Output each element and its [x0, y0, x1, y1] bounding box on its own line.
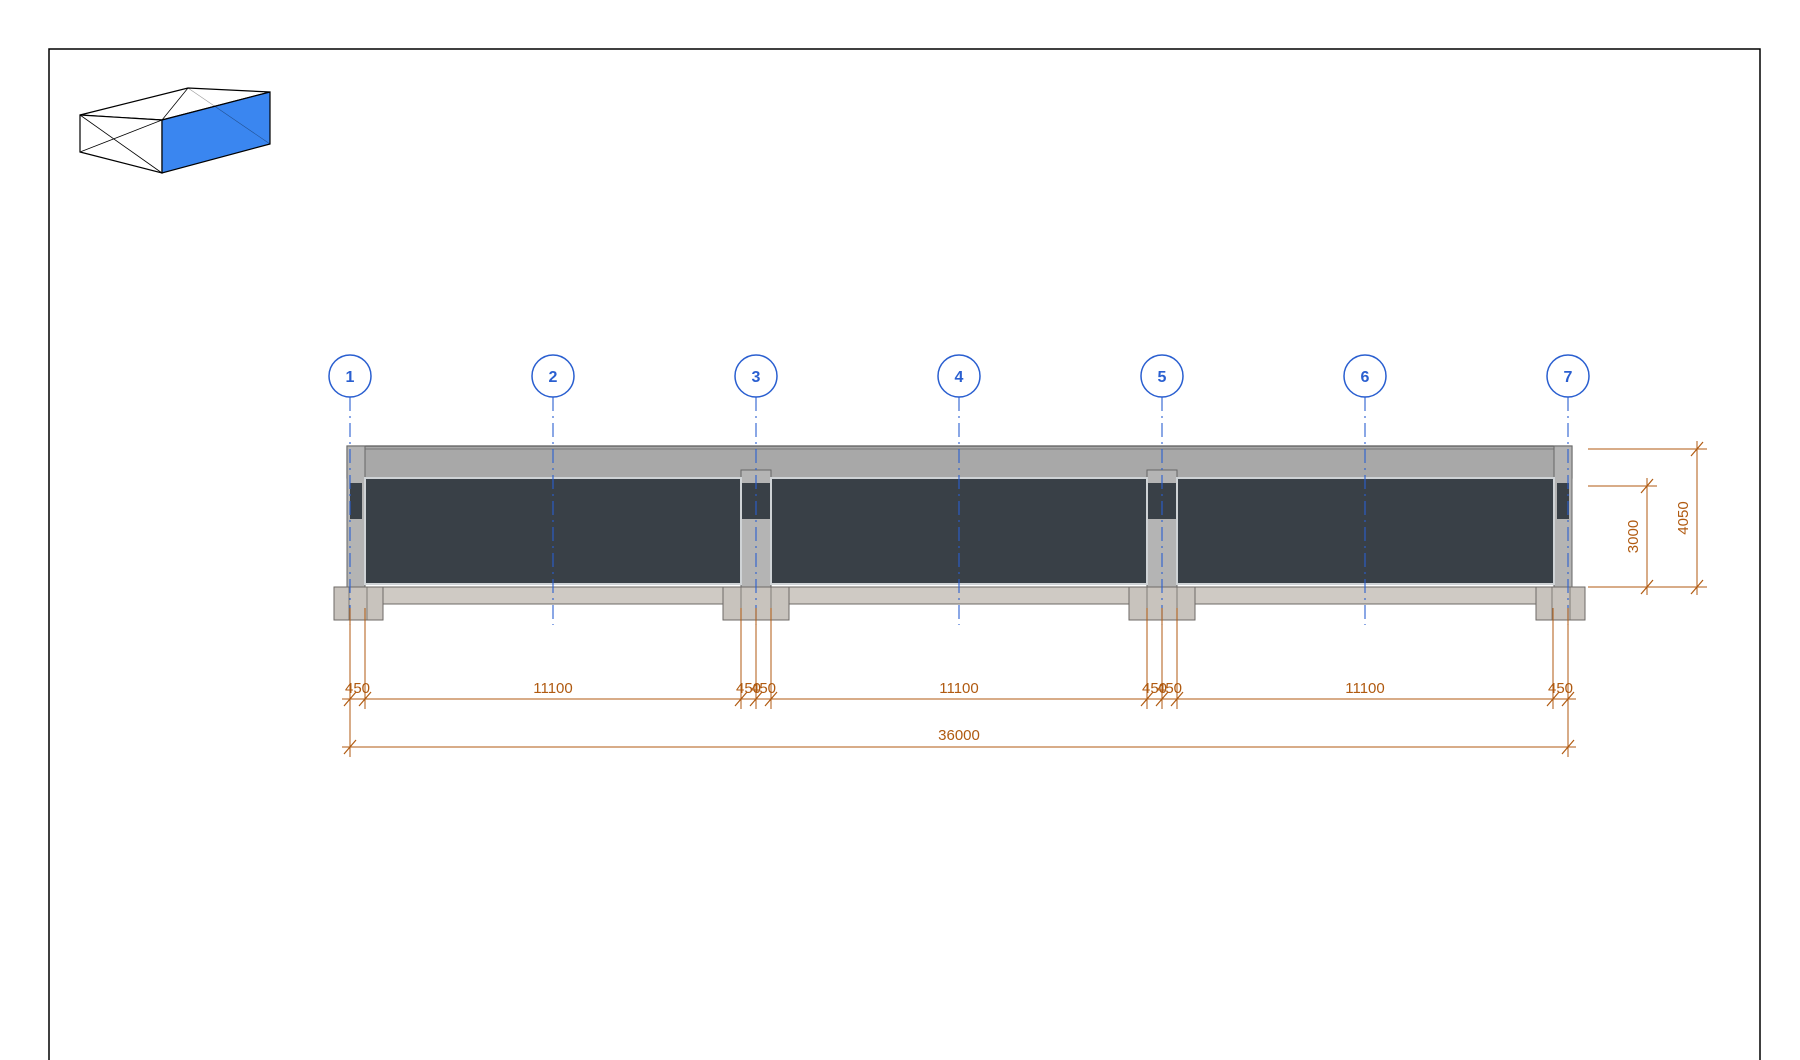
- dimension-value: 450: [1157, 680, 1182, 697]
- vertical-dimension-tick: [1690, 579, 1704, 595]
- dimension-value: 450: [345, 680, 370, 697]
- vertical-dimension-tick: [1690, 441, 1704, 457]
- overall-dimension-value: 36000: [938, 727, 980, 744]
- sheet-border: [48, 48, 1761, 1060]
- footing-1: [333, 586, 384, 621]
- dimension-value: 11100: [533, 680, 573, 697]
- footings: [333, 586, 1586, 621]
- view-cube[interactable]: [79, 87, 271, 174]
- dimension-tick: [764, 691, 778, 707]
- overall-dimension-tick: [1561, 739, 1575, 755]
- vertical-dimension-tick: [1640, 579, 1654, 595]
- grid-bubble-6[interactable]: [1343, 354, 1387, 398]
- dimension-tick: [1561, 691, 1575, 707]
- dimension-tick: [749, 691, 763, 707]
- dimension-value: 450: [736, 680, 761, 697]
- grid-label-4: 4: [955, 369, 964, 386]
- grid-label-6: 6: [1361, 369, 1370, 386]
- grid-bubble-3[interactable]: [734, 354, 778, 398]
- grid-label-3: 3: [752, 369, 761, 386]
- overall-dimension-tick: [343, 739, 357, 755]
- dimension-value: 450: [1548, 680, 1573, 697]
- dimension-value: 450: [751, 680, 776, 697]
- dimension-tick: [734, 691, 748, 707]
- view-cube-edge: [161, 87, 189, 121]
- view-cube-edge: [79, 114, 163, 174]
- view-cube-edge: [79, 119, 163, 153]
- dimension-tick: [343, 691, 357, 707]
- column-7-opening: [1557, 483, 1569, 519]
- dimension-value: 450: [1142, 680, 1167, 697]
- dimension-tick: [1170, 691, 1184, 707]
- view-cube-front-face[interactable]: [161, 91, 271, 174]
- vertical-dimension-tick: [1640, 478, 1654, 494]
- grid-label-1: 1: [346, 369, 355, 386]
- column-1-opening: [350, 483, 362, 519]
- grid-bubble-7[interactable]: [1546, 354, 1590, 398]
- grid-label-2: 2: [549, 369, 558, 386]
- grid-bubble-1[interactable]: [328, 354, 372, 398]
- footing-7: [1535, 586, 1586, 621]
- dimension-tick: [1546, 691, 1560, 707]
- dimension-tick: [1155, 691, 1169, 707]
- dimension-value: 11100: [939, 680, 979, 697]
- grid-label-5: 5: [1158, 369, 1167, 386]
- grid-bubble-5[interactable]: [1140, 354, 1184, 398]
- grid-label-7: 7: [1564, 369, 1573, 386]
- dimension-tick: [1140, 691, 1154, 707]
- grid-bubble-4[interactable]: [937, 354, 981, 398]
- vertical-dimension-value-inner: 3000: [1625, 520, 1642, 553]
- vertical-dimension-value-outer: 4050: [1675, 501, 1692, 534]
- ground-beam: [349, 586, 1573, 605]
- view-cube-hidden-edge: [187, 87, 271, 145]
- grid-bubble-2[interactable]: [531, 354, 575, 398]
- dimension-tick: [358, 691, 372, 707]
- dimension-value: 11100: [1345, 680, 1385, 697]
- grid-lines: 1 2 3 4 5 6 7: [328, 354, 1590, 625]
